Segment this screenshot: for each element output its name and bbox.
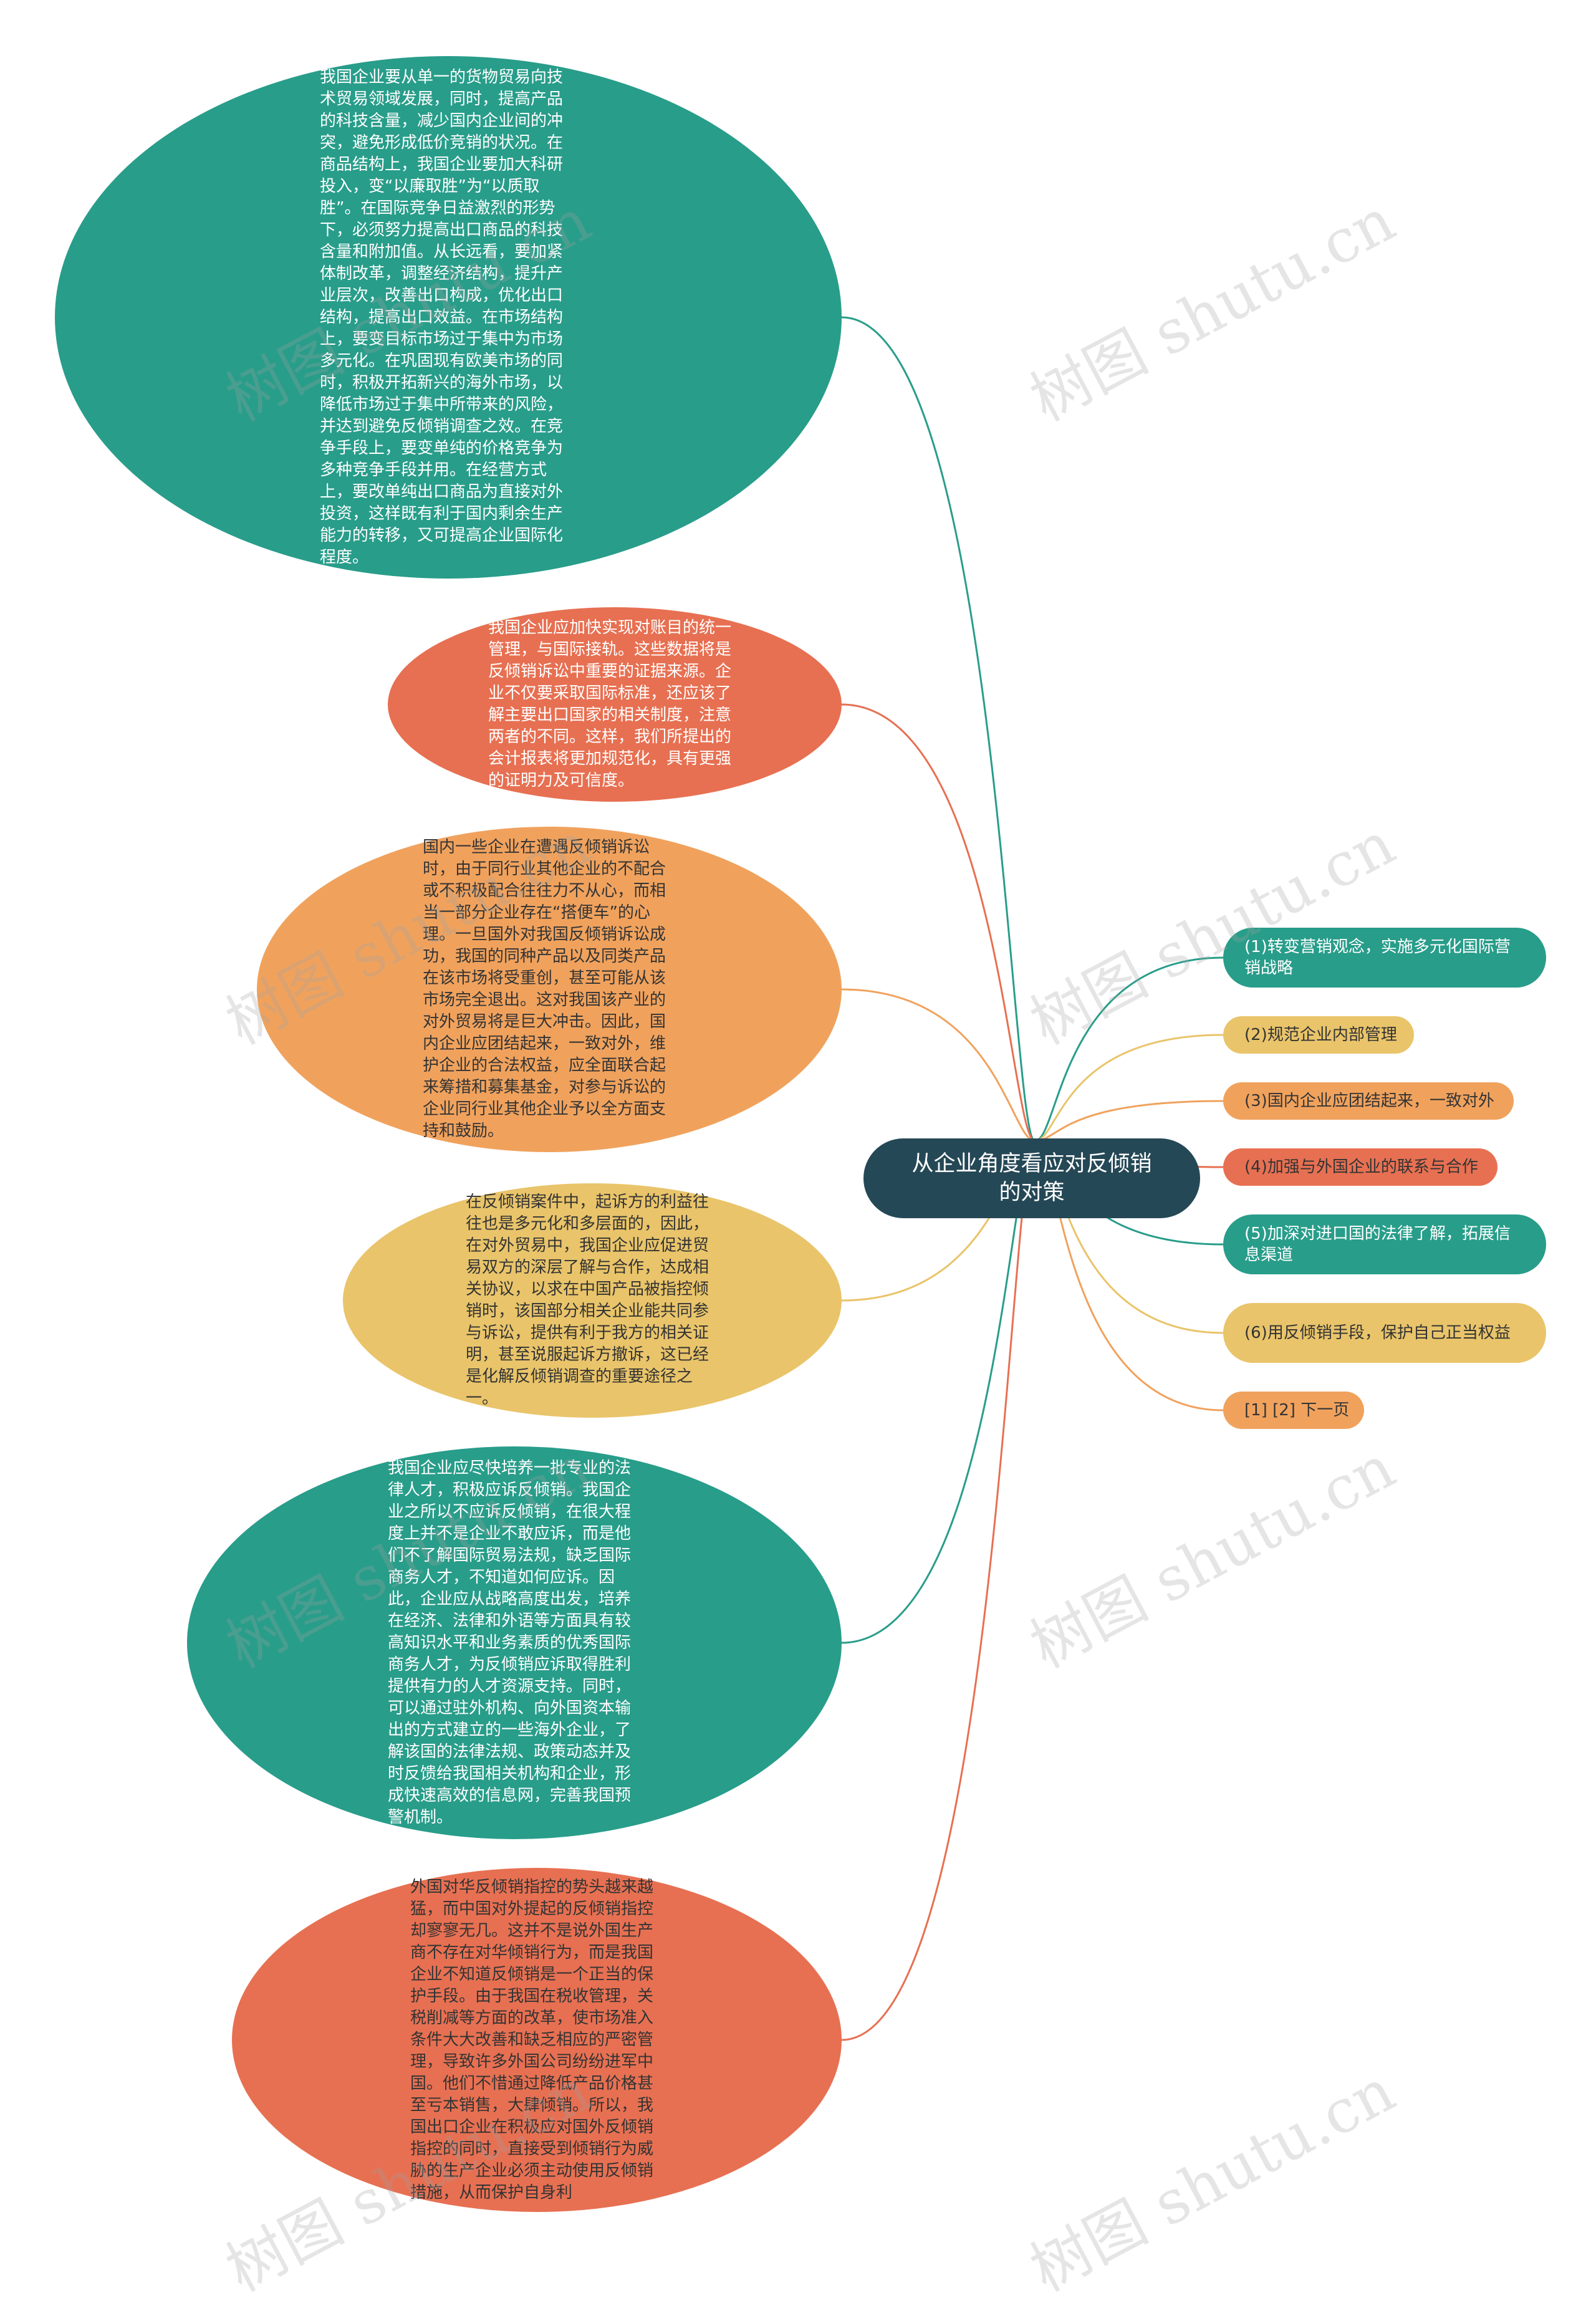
leaf-node-anti-dumping-tool[interactable]: 外国对华反倾销指控的势头越来越猛，而中国对外提起的反倾销指控却寥寥无几。这并不是… (232, 1868, 842, 2212)
leaf-node-text: 我国企业要从单一的货物贸易向技术贸易领域发展，同时，提高产品的科技含量，减少国内… (320, 67, 564, 567)
leaf-node-legal-talent[interactable]: 我国企业应尽快培养一批专业的法律人才，积极应诉反倾销。我国企业之所以不应诉反倾销… (187, 1446, 842, 1839)
leaf-node-text: 我国企业应尽快培养一批专业的法律人才，积极应诉反倾销。我国企业之所以不应诉反倾销… (388, 1458, 632, 1827)
connector-left-5 (841, 1140, 1036, 2041)
branch-importer-law[interactable]: (5)加深对进口国的法律了解，拓展信息渠道 (1223, 1214, 1546, 1274)
leaf-node-accounting[interactable]: 我国企业应加快实现对账目的统一管理，与国际接轨。这些数据将是反倾销诉讼中重要的证… (388, 607, 842, 802)
branch-internal-management[interactable]: (2)规范企业内部管理 (1223, 1016, 1414, 1054)
connector-right-1 (1034, 1034, 1224, 1142)
connector-right-0 (1034, 956, 1224, 1142)
leaf-node-tech-trade[interactable]: 我国企业要从单一的货物贸易向技术贸易领域发展，同时，提高产品的科技含量，减少国内… (55, 56, 842, 579)
branch-label: (3)国内企业应团结起来，一致对外 (1244, 1092, 1494, 1110)
branch-label: [1] [2] 下一页 (1244, 1401, 1350, 1420)
branch-label: (2)规范企业内部管理 (1244, 1026, 1397, 1044)
branch-unite-externally[interactable]: (3)国内企业应团结起来，一致对外 (1223, 1082, 1514, 1120)
branch-use-anti-dumping[interactable]: (6)用反倾销手段，保护自己正当权益 (1223, 1303, 1546, 1363)
branch-marketing-strategy[interactable]: (1)转变营销观念，实施多元化国际营销战略 (1223, 928, 1546, 988)
branch-label: (1)转变营销观念，实施多元化国际营销战略 (1244, 938, 1511, 978)
branch-pagination-link[interactable]: [1] [2] 下一页 (1223, 1392, 1364, 1429)
branch-label: (6)用反倾销手段，保护自己正当权益 (1244, 1324, 1511, 1342)
branch-label: (5)加深对进口国的法律了解，拓展信息渠道 (1244, 1224, 1511, 1264)
leaf-node-text: 在反倾销案件中，起诉方的利益往往也是多元化和多层面的，因此，在对外贸易中，我国企… (466, 1193, 709, 1408)
central-topic[interactable]: 从企业角度看应对反倾销的对策 (863, 1138, 1200, 1218)
connector-left-2 (841, 988, 1036, 1142)
leaf-node-unite[interactable]: 国内一些企业在遭遇反倾销诉讼时，由于同行业其他企业的不配合或不积极配合往往力不从… (257, 827, 842, 1152)
leaf-node-text: 外国对华反倾销指控的势头越来越猛，而中国对外提起的反倾销指控却寥寥无几。这并不是… (410, 1877, 654, 2202)
central-topic-label: 从企业角度看应对反倾销的对策 (911, 1152, 1152, 1205)
connector-left-0 (841, 316, 1036, 1142)
leaf-node-cooperation[interactable]: 在反倾销案件中，起诉方的利益往往也是多元化和多层面的，因此，在对外贸易中，我国企… (343, 1183, 842, 1418)
branch-label: (4)加强与外国企业的联系与合作 (1244, 1158, 1478, 1176)
leaf-node-text: 国内一些企业在遭遇反倾销诉讼时，由于同行业其他企业的不配合或不积极配合往往力不从… (423, 838, 666, 1140)
branch-foreign-cooperation[interactable]: (4)加强与外国企业的联系与合作 (1223, 1148, 1497, 1186)
connector-left-1 (841, 703, 1036, 1142)
leaf-node-text: 我国企业应加快实现对账目的统一管理，与国际接轨。这些数据将是反倾销诉讼中重要的证… (488, 618, 732, 790)
